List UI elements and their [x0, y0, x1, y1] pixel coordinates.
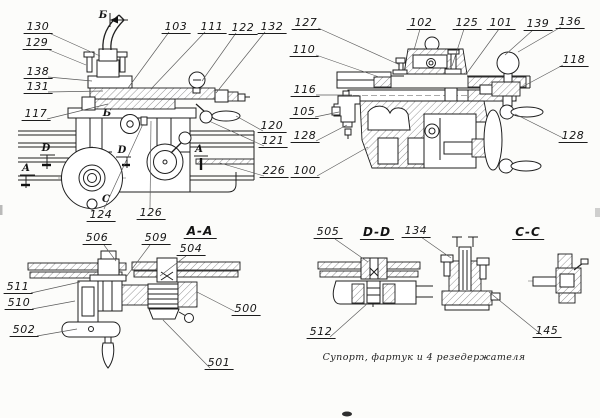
view-letter-b-arrow: Б: [98, 10, 108, 21]
callout-129: 129: [22, 37, 52, 50]
view-letter-b-apron: Б: [102, 108, 112, 119]
callout-139: 139: [523, 18, 553, 31]
cut-letter-d-left: D: [41, 143, 51, 154]
callout-510: 510: [4, 297, 34, 310]
callout-500: 500: [231, 303, 261, 316]
callout-118: 118: [559, 54, 589, 67]
callout-504: 504: [176, 243, 206, 256]
callout-117: 117: [21, 108, 51, 121]
callout-110: 110: [289, 44, 319, 57]
cut-letter-c: C: [102, 194, 110, 205]
view-carriage-side: [18, 13, 255, 212]
callout-125: 125: [452, 17, 482, 30]
callout-122: 122: [228, 22, 258, 35]
leader-lines: [30, 26, 564, 369]
callout-120: 120: [257, 120, 287, 133]
callout-100: 100: [290, 165, 320, 178]
callout-124: 124: [86, 209, 116, 222]
callout-131: 131: [23, 81, 53, 94]
scan-artifact: [0, 205, 600, 417]
view-section-dd: [317, 257, 433, 307]
section-title-cc: C-C: [512, 226, 544, 240]
view-clamp-134: [440, 236, 501, 311]
callout-128-left: 128: [290, 130, 320, 143]
callout-121: 121: [258, 135, 288, 148]
callout-506: 506: [82, 232, 112, 245]
callout-103: 103: [161, 21, 191, 34]
callout-505: 505: [313, 226, 343, 239]
callout-105: 105: [289, 106, 319, 119]
callout-101: 101: [486, 17, 516, 30]
callout-116: 116: [290, 84, 320, 97]
callout-511: 511: [3, 281, 33, 294]
cut-letter-a-right: A: [195, 144, 203, 155]
callout-145: 145: [532, 325, 562, 338]
callout-512: 512: [306, 326, 336, 339]
callout-502: 502: [9, 324, 39, 337]
callout-134: 134: [401, 225, 431, 238]
view-arrow-icon: [110, 16, 118, 24]
view-section-cc: [528, 253, 589, 304]
callout-509: 509: [141, 232, 171, 245]
callout-127: 127: [291, 17, 321, 30]
drawing-caption: Супорт, фартук и 4 резедержателя: [322, 352, 526, 363]
callout-126: 126: [136, 207, 166, 220]
cut-letter-d-right: D: [117, 145, 127, 156]
section-title-dd: D-D: [359, 226, 395, 240]
callout-501: 501: [204, 357, 234, 370]
view-cross-section: [331, 36, 544, 174]
callout-226: 226: [259, 165, 289, 178]
callout-136: 136: [555, 16, 585, 29]
view-section-aa: [27, 250, 241, 369]
callout-128-right: 128: [558, 130, 588, 143]
section-title-aa: A-A: [183, 225, 217, 239]
callout-138: 138: [23, 66, 53, 79]
callout-132: 132: [257, 21, 287, 34]
callout-102: 102: [406, 17, 436, 30]
cut-letter-a-left: A: [22, 163, 30, 174]
callout-111: 111: [197, 21, 227, 34]
callout-130: 130: [23, 21, 53, 34]
